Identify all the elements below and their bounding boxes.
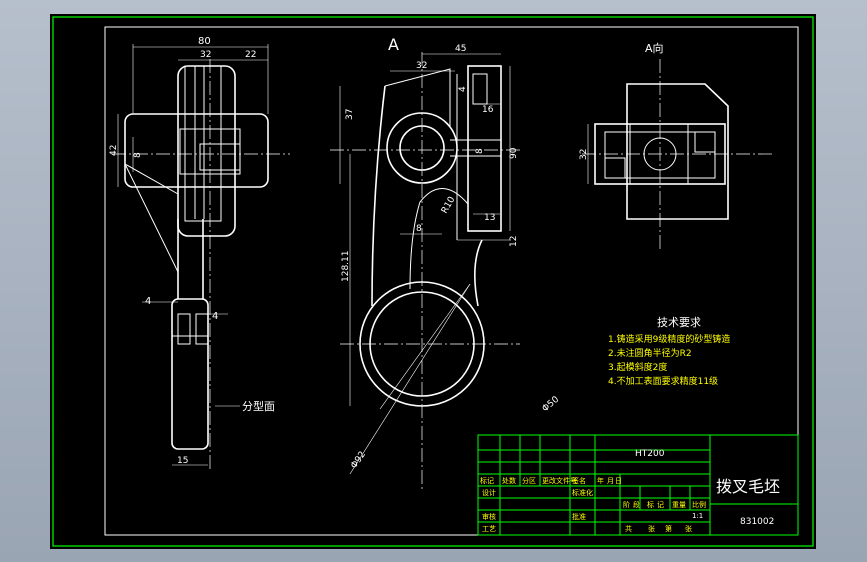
dim-32-main: 32 <box>416 61 427 71</box>
stage-3: 标 <box>647 500 654 509</box>
tech-note-2: 2.未注圆角半径为R2 <box>608 347 692 359</box>
dim-32-left: 32 <box>200 50 211 60</box>
sheet-total: 共 <box>625 524 632 533</box>
tech-note-1: 1.铸造采用9级精度的砂型铸造 <box>608 333 730 345</box>
dim-16: 16 <box>482 105 494 115</box>
dim-45: 45 <box>455 44 466 54</box>
dim-37: 37 <box>345 109 355 120</box>
dim-8-left: 8 <box>133 152 143 158</box>
tech-note-4: 4.不加工表面要求精度11级 <box>608 375 718 387</box>
parting-surface-label: 分型面 <box>242 399 275 413</box>
scale-value: 1:1 <box>692 512 703 520</box>
row-design: 设计 <box>482 488 496 497</box>
dim-8-lower: 8 <box>416 224 422 234</box>
dim-22: 22 <box>245 50 256 60</box>
header-month: 月 <box>607 477 614 485</box>
inner-frame <box>104 26 799 536</box>
row-check: 审核 <box>482 512 496 521</box>
row-process: 工艺 <box>482 525 496 533</box>
header-count: 处数 <box>502 476 516 485</box>
a-direction-view: A向 32 <box>579 41 775 249</box>
technical-requirements: 技术要求 1.铸造采用9级精度的砂型铸造 2.未注圆角半径为R2 3.起模斜度2… <box>608 316 730 387</box>
stage-4: 记 <box>657 501 664 509</box>
header-mark: 标记 <box>480 476 494 485</box>
header-year: 年 <box>597 476 604 485</box>
stage-1: 阶 <box>623 500 630 509</box>
main-view: A 45 32 4 16 37 90 8 R10 13 12 128.11 8 … <box>330 35 561 489</box>
header-change-doc: 更改文件号 <box>542 476 577 485</box>
material: HT200 <box>635 449 665 459</box>
title-block: HT200 拨叉毛坯 831002 标记 处数 分区 更改文件号 签名 年 月 … <box>477 434 799 536</box>
dim-12: 12 <box>509 236 519 247</box>
drawing-number: 831002 <box>740 517 774 527</box>
col-scale: 比例 <box>692 500 706 509</box>
drawing-sheet: 80 32 22 42 8 4 4 15 分型面 <box>50 14 816 549</box>
view-marker-a: A <box>388 35 399 54</box>
tech-note-3: 3.起模斜度2度 <box>608 361 667 373</box>
header-zone: 分区 <box>522 476 536 485</box>
a-view-title: A向 <box>645 41 664 55</box>
dim-128: 128.11 <box>341 251 351 283</box>
sheet-unit-2: 张 <box>685 524 692 533</box>
dim-4-left: 4 <box>145 296 151 307</box>
dim-phi92: Φ92 <box>349 450 368 471</box>
dim-15: 15 <box>177 456 188 466</box>
dim-4-main: 4 <box>458 86 468 92</box>
col-weight: 重量 <box>672 501 686 509</box>
tech-notes-title: 技术要求 <box>657 316 701 329</box>
row-approve: 批准 <box>572 512 586 521</box>
drawing-canvas: 80 32 22 42 8 4 4 15 分型面 <box>52 16 814 547</box>
outer-border <box>52 16 814 547</box>
dim-80: 80 <box>198 36 211 47</box>
dim-r10: R10 <box>440 195 458 216</box>
part-name: 拨叉毛坯 <box>716 477 780 496</box>
stage-2: 段 <box>633 500 640 509</box>
row-standardize: 标准化 <box>572 488 593 497</box>
sheet-unit-1: 张 <box>648 524 655 533</box>
dim-32-a: 32 <box>579 149 589 160</box>
dim-4-right: 4 <box>212 311 218 322</box>
sheet-no: 第 <box>665 524 672 533</box>
dim-phi50: Φ50 <box>541 395 562 415</box>
dim-8-main: 8 <box>475 148 485 154</box>
dim-13: 13 <box>484 213 495 223</box>
left-view: 80 32 22 42 8 4 4 15 分型面 <box>109 36 290 469</box>
dim-42: 42 <box>109 145 119 156</box>
dim-90: 90 <box>509 147 519 159</box>
header-sign: 签名 <box>572 476 586 485</box>
header-day: 日 <box>615 477 622 485</box>
